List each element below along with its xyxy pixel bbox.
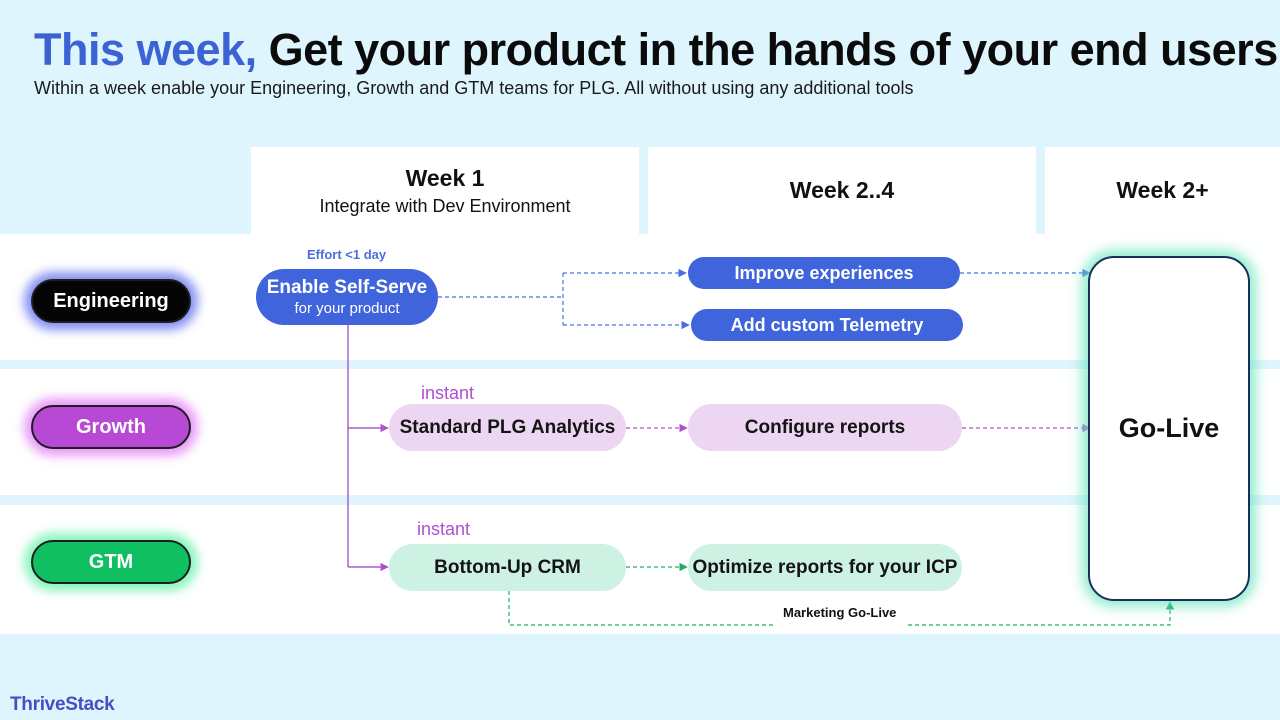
enable-self-serve-subtitle: for your product — [294, 300, 400, 317]
lane-gtm: GTM — [31, 540, 191, 584]
go-live-label: Go-Live — [1118, 413, 1220, 443]
connector-engineering-branch — [438, 268, 1091, 330]
lane-engineering: Engineering — [31, 279, 191, 323]
connector-gtm — [508, 562, 1175, 626]
column-week-1-subtitle: Integrate with Dev Environment — [319, 195, 571, 216]
column-week-2-plus-title: Week 2+ — [1116, 177, 1209, 203]
column-week-2-4-title: Week 2..4 — [789, 177, 895, 203]
lane-growth: Growth — [31, 405, 191, 449]
improve-experiences-node: Improve experiences — [688, 257, 960, 289]
lane-band-engineering — [0, 234, 1280, 360]
go-live-node: Go-Live — [1088, 256, 1250, 601]
thrivestack-logo: ThriveStack — [10, 694, 115, 715]
instant-label-growth: instant — [421, 383, 475, 403]
page-subtitle: Within a week enable your Engineering, G… — [34, 78, 914, 98]
column-week-2-plus: Week 2+ — [1045, 147, 1280, 234]
effort-label: Effort <1 day — [307, 247, 387, 262]
column-week-2-4: Week 2..4 — [648, 147, 1036, 234]
lane-band-growth — [0, 369, 1280, 495]
column-week-1: Week 1 Integrate with Dev Environment — [251, 147, 639, 234]
bottom-up-crm-node: Bottom-Up CRM — [389, 544, 626, 591]
standard-plg-analytics-node: Standard PLG Analytics — [389, 404, 626, 451]
page-title: This week, Get your product in the hands… — [34, 24, 1278, 76]
connector-self-serve-trunk — [347, 324, 389, 572]
lane-band-gtm — [0, 505, 1280, 634]
optimize-reports-node: Optimize reports for your ICP — [688, 544, 962, 591]
column-week-1-title: Week 1 — [405, 164, 485, 191]
configure-reports-node: Configure reports — [688, 404, 962, 451]
add-custom-telemetry-node: Add custom Telemetry — [691, 309, 963, 341]
enable-self-serve-title: Enable Self-Serve — [266, 277, 428, 298]
marketing-go-live-label: Marketing Go-Live — [783, 605, 897, 620]
title-main: Get your product in the hands of your en… — [268, 24, 1279, 75]
instant-label-gtm: instant — [417, 519, 471, 539]
title-accent: This week, — [34, 24, 257, 75]
enable-self-serve-node: Enable Self-Serve for your product — [256, 269, 438, 325]
